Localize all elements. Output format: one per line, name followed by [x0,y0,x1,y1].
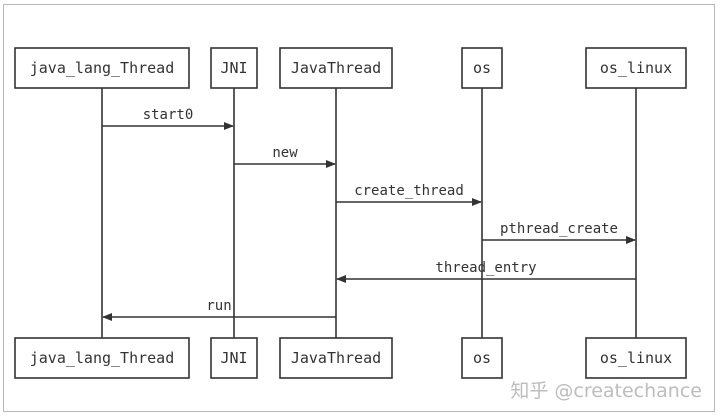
participant-box [210,337,258,379]
participant-label: JNI [220,349,247,367]
participant-box [14,337,190,379]
message-label: start0 [143,107,194,123]
message-start0: start0 [102,107,234,130]
message-create_thread: create_thread [336,183,482,206]
message-label: run [206,298,231,314]
message-pthread_create: pthread_create [482,221,636,244]
participant-label: os_linux [600,349,672,367]
message-label: pthread_create [500,221,618,237]
message-label: create_thread [354,183,464,199]
participant-bottom-java_lang_thread: java_lang_Thread [14,337,190,379]
participant-box [279,47,393,89]
participant-label: JNI [220,59,247,77]
participant-label: os [473,59,491,77]
participant-box [210,47,258,89]
message-run: run [102,298,336,321]
message-label: new [272,145,298,161]
participant-top-jni: JNI [210,47,258,89]
participant-bottom-os: os [461,337,503,379]
participant-bottom-os_linux: os_linux [585,337,687,379]
participant-label: JavaThread [291,59,381,77]
participant-top-javathread: JavaThread [279,47,393,89]
participant-box [585,337,687,379]
participant-label: java_lang_Thread [30,349,175,367]
participant-bottom-jni: JNI [210,337,258,379]
participant-box [279,337,393,379]
watermark-text: 知乎 @createchance [510,380,702,402]
message-label: thread_entry [435,260,536,276]
participant-box [14,47,190,89]
participant-top-os: os [461,47,503,89]
participant-box [461,47,503,89]
participant-top-java_lang_thread: java_lang_Thread [14,47,190,89]
participant-label: os_linux [600,59,672,77]
participant-label: java_lang_Thread [30,59,175,77]
participant-label: JavaThread [291,349,381,367]
message-new: new [234,145,336,168]
message-thread_entry: thread_entry [336,260,636,283]
participant-box [461,337,503,379]
participant-bottom-javathread: JavaThread [279,337,393,379]
participant-label: os [473,349,491,367]
participant-top-os_linux: os_linux [585,47,687,89]
participant-box [585,47,687,89]
